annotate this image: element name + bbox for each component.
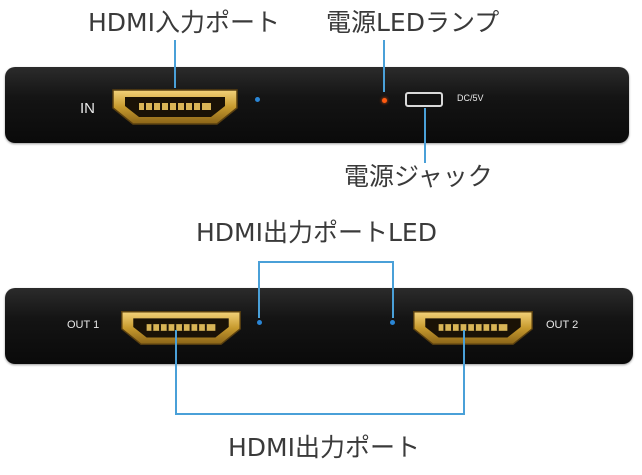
- power-led-callout: 電源LEDランプ: [326, 8, 500, 37]
- hdmi-output-port-callout: HDMI出力ポート: [228, 433, 420, 462]
- output-led-leader-line: [258, 261, 394, 318]
- hdmi-output-led-callout: HDMI出力ポートLED: [196, 218, 437, 247]
- power-led: [382, 98, 387, 103]
- input-status-led: [255, 97, 260, 102]
- hdmi-port-icon: [121, 311, 241, 345]
- hdmi-port-icon: [112, 89, 238, 125]
- power-jack-callout: 電源ジャック: [344, 162, 493, 191]
- splitter-output-panel: OUT 1 OUT 2: [5, 288, 633, 364]
- splitter-input-panel: IN DC/5V: [5, 67, 629, 143]
- in-label: IN: [80, 100, 95, 117]
- hdmi-port-icon: [413, 311, 533, 345]
- out1-label: OUT 1: [67, 319, 100, 331]
- micro-usb-port-icon: [405, 92, 443, 107]
- out2-label: OUT 2: [546, 319, 579, 331]
- dc-5v-label: DC/5V: [457, 93, 484, 103]
- output-port-leader-line: [175, 330, 465, 415]
- output2-status-led: [390, 320, 395, 325]
- output1-status-led: [257, 320, 262, 325]
- hdmi-input-port-callout: HDMI入力ポート: [88, 8, 280, 37]
